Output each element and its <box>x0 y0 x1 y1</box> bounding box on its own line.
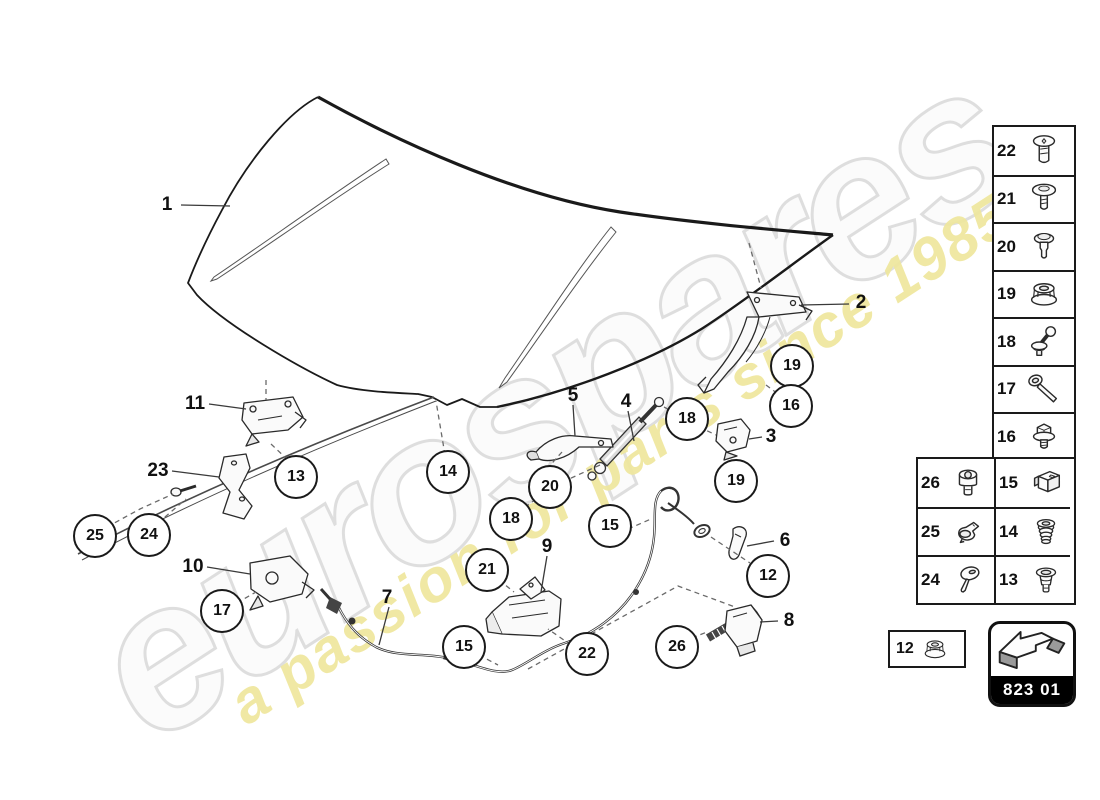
spacer-icon <box>958 469 978 496</box>
hood-outline <box>187 95 834 409</box>
part-number-label: 16 <box>997 426 1016 446</box>
callout-label-5[interactable]: 5 <box>567 385 579 406</box>
clip-hook-icon <box>958 521 980 544</box>
callout-label-4[interactable]: 4 <box>620 391 632 412</box>
legend-nut-box[interactable]: 12 <box>888 630 966 668</box>
part-number-label: 26 <box>921 473 940 492</box>
callout-circle-18[interactable]: 18 <box>489 497 533 541</box>
part-7-cable-drawing <box>319 486 711 673</box>
legend-cell-26[interactable]: 26 <box>918 459 994 507</box>
legend-grid: 26 15 25 14 24 13 <box>916 457 1076 605</box>
part-number-label: 13 <box>999 570 1018 589</box>
callout-circle-24[interactable]: 24 <box>127 513 171 557</box>
callout-circle-12[interactable]: 12 <box>746 554 790 598</box>
legend-cell-13[interactable]: 13 <box>994 555 1070 603</box>
eye-bolt-icon <box>1026 373 1058 403</box>
callout-label-10[interactable]: 10 <box>182 556 204 577</box>
callout-label-9[interactable]: 9 <box>541 536 553 557</box>
legend-cell-25[interactable]: 25 <box>918 507 994 555</box>
screw-mushroom-icon <box>1031 183 1057 211</box>
part-code-badge[interactable]: 823 01 <box>988 621 1076 707</box>
callout-circle-21[interactable]: 21 <box>465 548 509 592</box>
part-3-bracket-drawing <box>715 418 751 461</box>
callout-circle-16[interactable]: 16 <box>769 384 813 428</box>
callout-label-1[interactable]: 1 <box>161 194 173 215</box>
part-number-label: 25 <box>921 522 940 541</box>
callout-circle-14[interactable]: 14 <box>426 450 470 494</box>
part-number-label: 17 <box>997 379 1016 399</box>
callout-circle-20[interactable]: 20 <box>528 465 572 509</box>
part-number-label: 18 <box>997 331 1016 351</box>
callout-circle-25[interactable]: 25 <box>73 514 117 558</box>
part-number-label: 14 <box>999 522 1018 541</box>
part-number-label: 24 <box>921 570 940 589</box>
hood-crease-lines <box>209 158 617 389</box>
legend-cell-17[interactable]: 17 <box>994 364 1074 412</box>
legend-cell-14[interactable]: 14 <box>994 507 1070 555</box>
part-number-label: 20 <box>997 236 1016 256</box>
part-23-bracket-drawing <box>170 453 253 520</box>
callout-circle-26[interactable]: 26 <box>655 625 699 669</box>
callout-circle-22[interactable]: 22 <box>565 632 609 676</box>
callout-circle-19[interactable]: 19 <box>714 459 758 503</box>
legend-cell-18[interactable]: 18 <box>994 317 1074 365</box>
flange-nut-icon <box>924 640 946 659</box>
part-5-bracket-drawing <box>526 434 614 462</box>
part-9-bracket-drawing <box>485 576 562 637</box>
callout-label-8[interactable]: 8 <box>783 610 795 631</box>
callout-label-2[interactable]: 2 <box>855 292 867 313</box>
leader-lines <box>171 204 850 646</box>
ball-stud-icon <box>1029 324 1058 357</box>
legend-cell-21[interactable]: 21 <box>994 174 1074 222</box>
legend-cell-24[interactable]: 24 <box>918 555 994 603</box>
callout-circle-15[interactable]: 15 <box>442 625 486 669</box>
diagram-arrow-icon <box>991 624 1073 676</box>
legend-cell-15[interactable]: 15 <box>994 459 1070 507</box>
receptacle-icon <box>1033 470 1061 493</box>
callout-label-11[interactable]: 11 <box>184 393 206 414</box>
callout-circle-13[interactable]: 13 <box>274 455 318 499</box>
part-number-label: 22 <box>997 140 1016 160</box>
callout-circle-15[interactable]: 15 <box>588 504 632 548</box>
screw-pan-icon <box>1032 134 1056 163</box>
screw-washer-icon <box>1033 232 1055 259</box>
part-8-actuator-drawing <box>705 604 763 657</box>
flange-nut-icon <box>1030 283 1058 306</box>
legend-cell-20[interactable]: 20 <box>994 222 1074 270</box>
callout-circle-19[interactable]: 19 <box>770 344 814 388</box>
part-2-hinge-drawing <box>697 291 813 394</box>
hex-bolt-icon <box>1032 423 1056 449</box>
callout-label-6[interactable]: 6 <box>779 530 791 551</box>
callout-label-3[interactable]: 3 <box>765 426 777 447</box>
part-10-lock-drawing <box>249 555 315 611</box>
part-6-clip-drawing <box>728 526 747 560</box>
callout-label-23[interactable]: 23 <box>147 460 169 481</box>
legend-single-column: 22 21 20 19 18 17 16 <box>992 125 1076 462</box>
part-number-label: 19 <box>997 284 1016 304</box>
part-number-label: 15 <box>999 473 1018 492</box>
rivet-icon <box>959 564 981 593</box>
legend-cell-22[interactable]: 22 <box>994 127 1074 175</box>
legend-cell-16[interactable]: 16 <box>994 412 1074 460</box>
part-4-gas-strut-drawing <box>587 396 665 481</box>
part-11-lock-drawing <box>241 396 307 447</box>
part-number-label: 21 <box>997 189 1016 209</box>
part-code: 823 01 <box>991 676 1073 704</box>
buffer-icon <box>1036 518 1056 545</box>
grommet-icon <box>1035 567 1057 593</box>
part-number-label: 12 <box>896 640 914 657</box>
callout-circle-17[interactable]: 17 <box>200 589 244 633</box>
legend-cell-19[interactable]: 19 <box>994 269 1074 317</box>
callout-circle-18[interactable]: 18 <box>665 397 709 441</box>
callout-label-7[interactable]: 7 <box>381 587 393 608</box>
